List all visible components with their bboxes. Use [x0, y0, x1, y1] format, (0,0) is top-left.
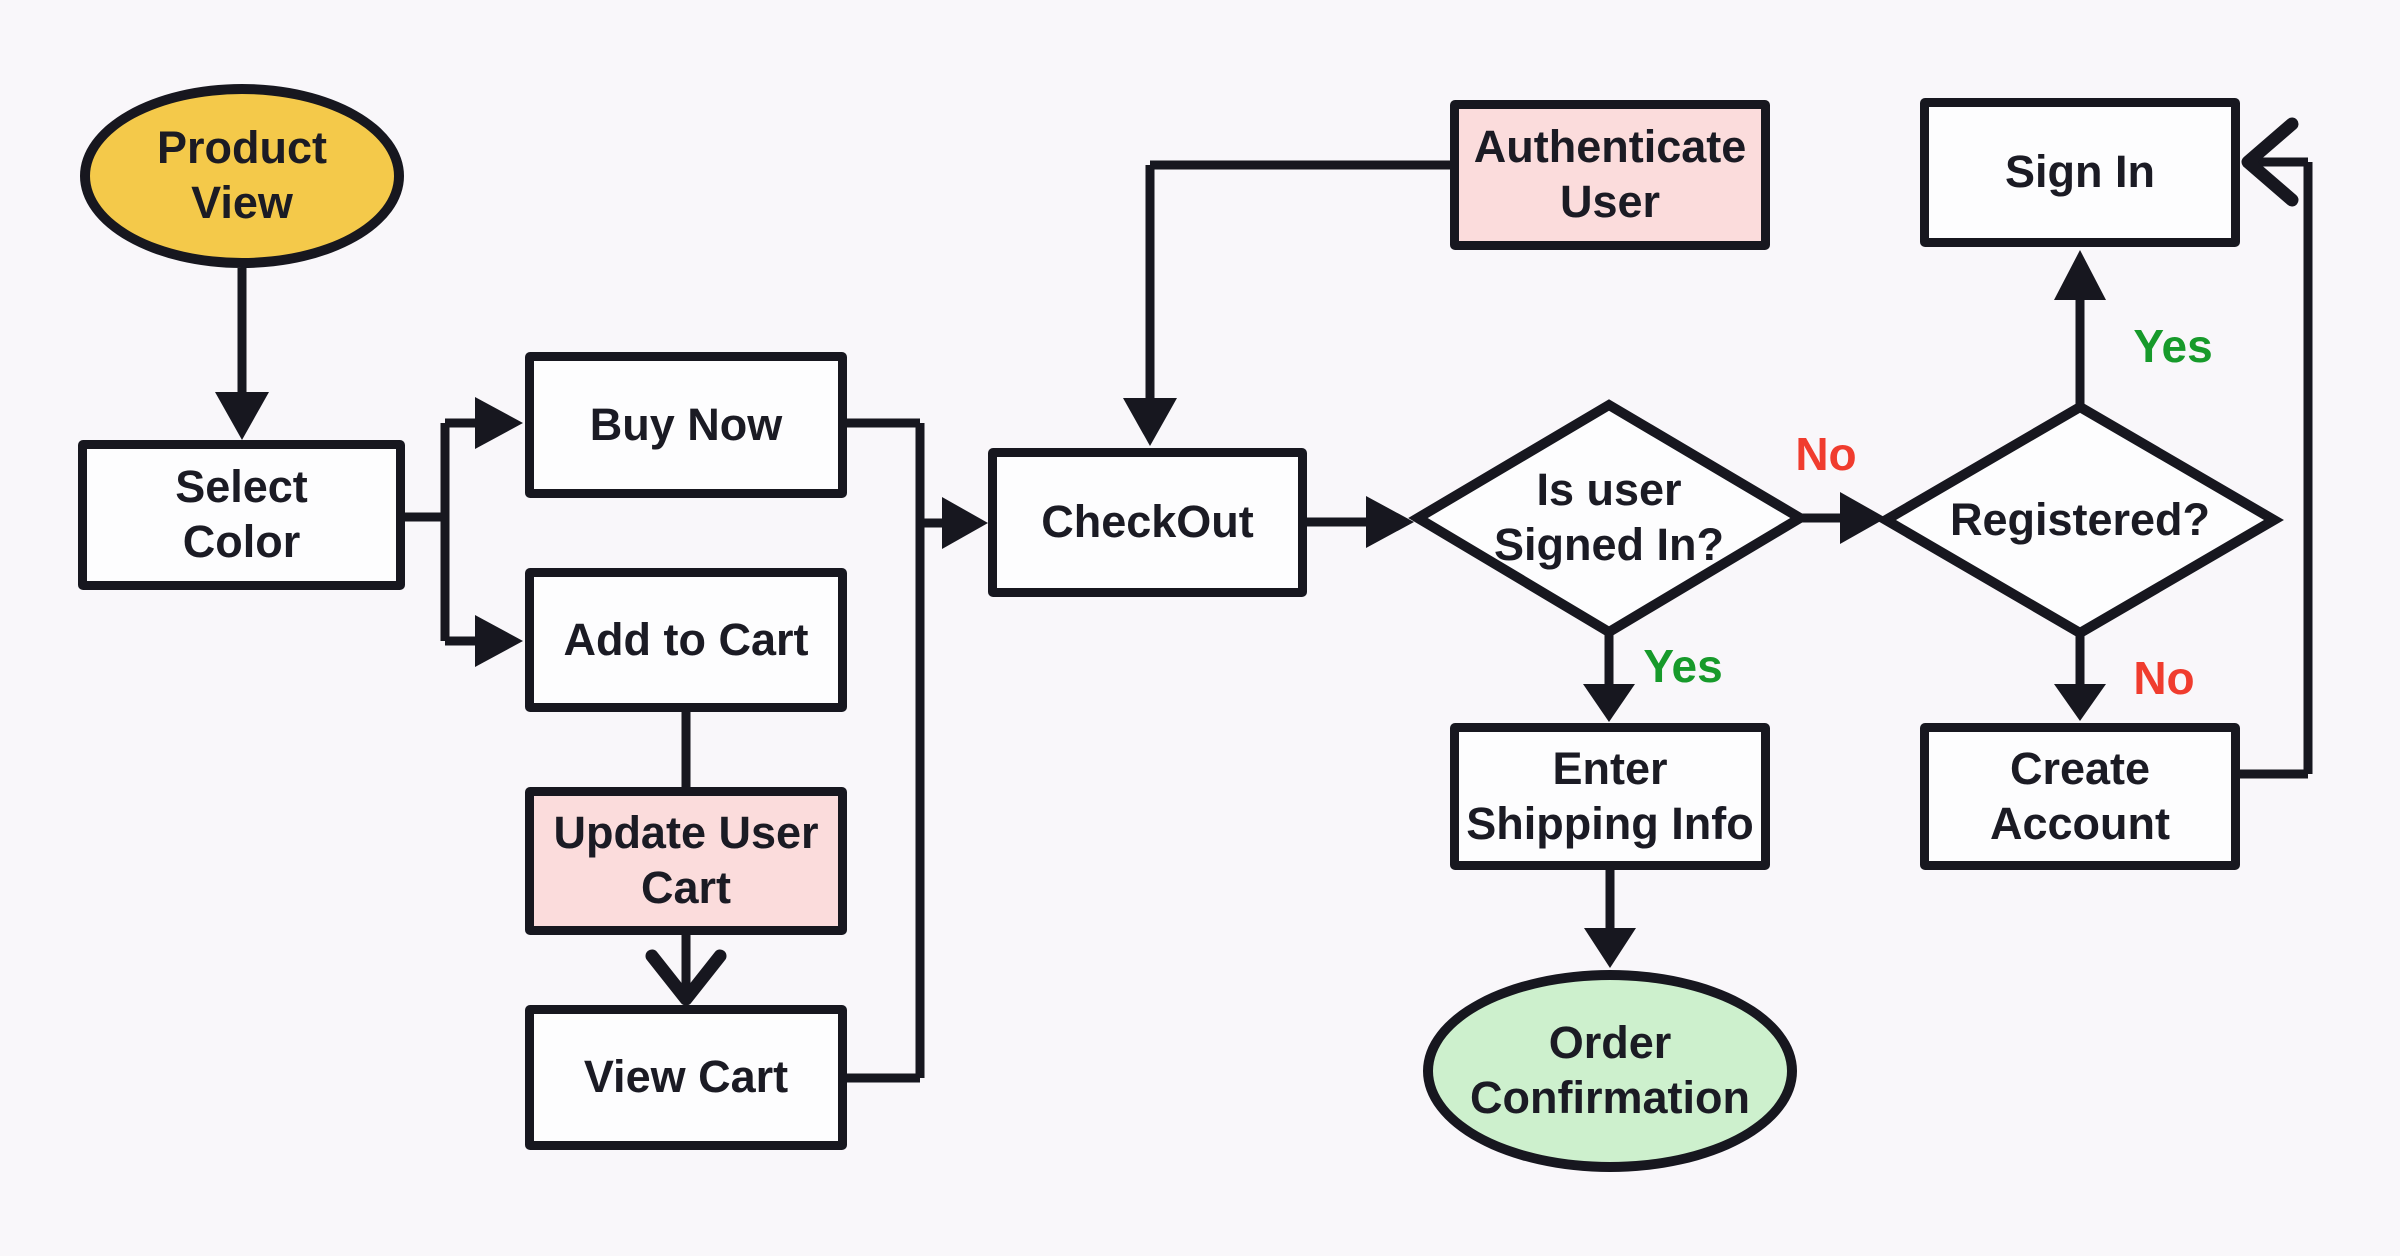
arrowhead: [1840, 492, 1886, 544]
edge-label-signed-in-no: No: [1795, 428, 1857, 480]
node-select-color: Select Color: [78, 440, 405, 590]
chevron-arrowhead: [2241, 117, 2299, 207]
arrowhead: [1583, 684, 1635, 722]
decision-is-user-signed-in-shape: [1408, 399, 1810, 638]
node-is-user-signed-in: Is user Signed In?: [1494, 464, 1724, 570]
arrowhead: [1366, 496, 1414, 548]
edge-label-registered-yes: Yes: [2133, 320, 2213, 372]
arrowhead: [1584, 928, 1636, 968]
arrowhead: [475, 397, 523, 449]
edge-junction-to-checkout: [847, 418, 944, 1083]
arrowhead: [1123, 398, 1177, 446]
arrowhead: [475, 615, 523, 667]
node-buy-now: Buy Now: [525, 352, 847, 498]
node-create-account: Create Account: [1920, 723, 2240, 870]
node-registered: Registered?: [1949, 493, 2211, 545]
edge-authenticate-user-to-checkout: [1145, 160, 1450, 400]
node-add-to-cart: Add to Cart: [525, 568, 847, 712]
node-product-view: Product View: [80, 84, 404, 268]
edge-select-color-branch: [405, 418, 477, 646]
arrowhead: [215, 392, 269, 440]
edge-create-account-to-sign-in: [2240, 157, 2313, 779]
node-update-user-cart: Update User Cart: [525, 787, 847, 935]
node-authenticate-user: Authenticate User: [1450, 100, 1770, 250]
node-checkout: CheckOut: [988, 448, 1307, 597]
arrowhead: [2054, 684, 2106, 721]
arrowhead: [942, 497, 988, 549]
arrowhead: [2054, 250, 2106, 300]
node-view-cart: View Cart: [525, 1005, 847, 1150]
node-sign-in: Sign In: [1920, 98, 2240, 247]
decision-registered-shape: [1876, 401, 2284, 639]
edge-label-signed-in-yes: Yes: [1643, 640, 1723, 692]
node-enter-shipping-info: Enter Shipping Info: [1450, 723, 1770, 870]
node-order-confirmation: Order Confirmation: [1423, 970, 1797, 1172]
chevron-arrowhead: [645, 949, 727, 1006]
edge-label-registered-no: No: [2133, 652, 2195, 704]
